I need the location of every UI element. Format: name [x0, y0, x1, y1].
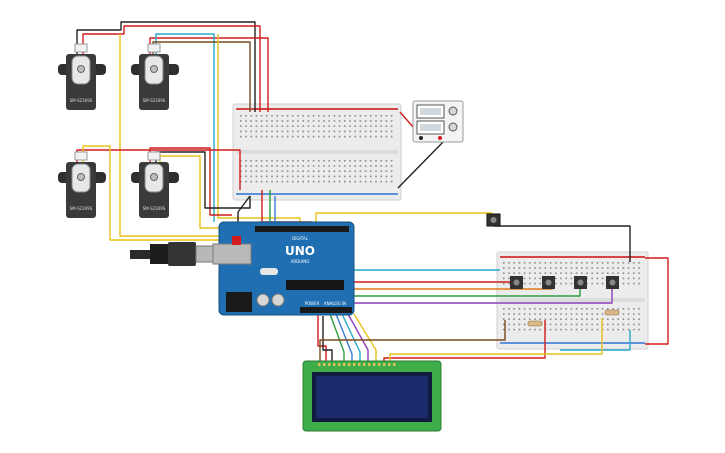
- power-supply-icon: [412, 100, 464, 143]
- servo-label: SM-S2309S: [70, 206, 93, 211]
- servo-motor: SM-S2309S: [58, 151, 106, 218]
- breadboard-right: [496, 251, 649, 350]
- resistor-icon: [527, 320, 543, 327]
- arduino-model-label: UNO: [285, 244, 315, 258]
- arduino-power-label: POWER: [305, 301, 320, 306]
- lcd-16x2-display: [302, 360, 442, 432]
- push-button-icon: [574, 276, 587, 289]
- resistor-icon: [604, 309, 620, 316]
- breadboard-push-buttons: [510, 276, 619, 289]
- servo-label: SM-S2309S: [143, 98, 166, 103]
- servo-motor: SM-S2309S: [58, 43, 106, 110]
- servo-label: SM-S2309S: [70, 98, 93, 103]
- push-button-icon: [606, 276, 619, 289]
- usb-cable-icon: [130, 242, 217, 266]
- push-button-icon: [510, 276, 523, 289]
- servo-motor: SM-S2309S: [131, 43, 179, 110]
- arduino-uno-board: UNO ARDUINO DIGITAL ANALOG IN POWER: [212, 221, 355, 316]
- push-button-icon: [542, 276, 555, 289]
- arduino-brand-label: ARDUINO: [291, 259, 310, 264]
- servo-motor: SM-S2309S: [131, 151, 179, 218]
- breadboard-top: [232, 103, 402, 201]
- arduino-analog-label: ANALOG IN: [324, 301, 346, 306]
- arduino-digital-label: DIGITAL: [292, 236, 308, 241]
- push-button-icon: [486, 213, 501, 227]
- servo-label: SM-S2309S: [143, 206, 166, 211]
